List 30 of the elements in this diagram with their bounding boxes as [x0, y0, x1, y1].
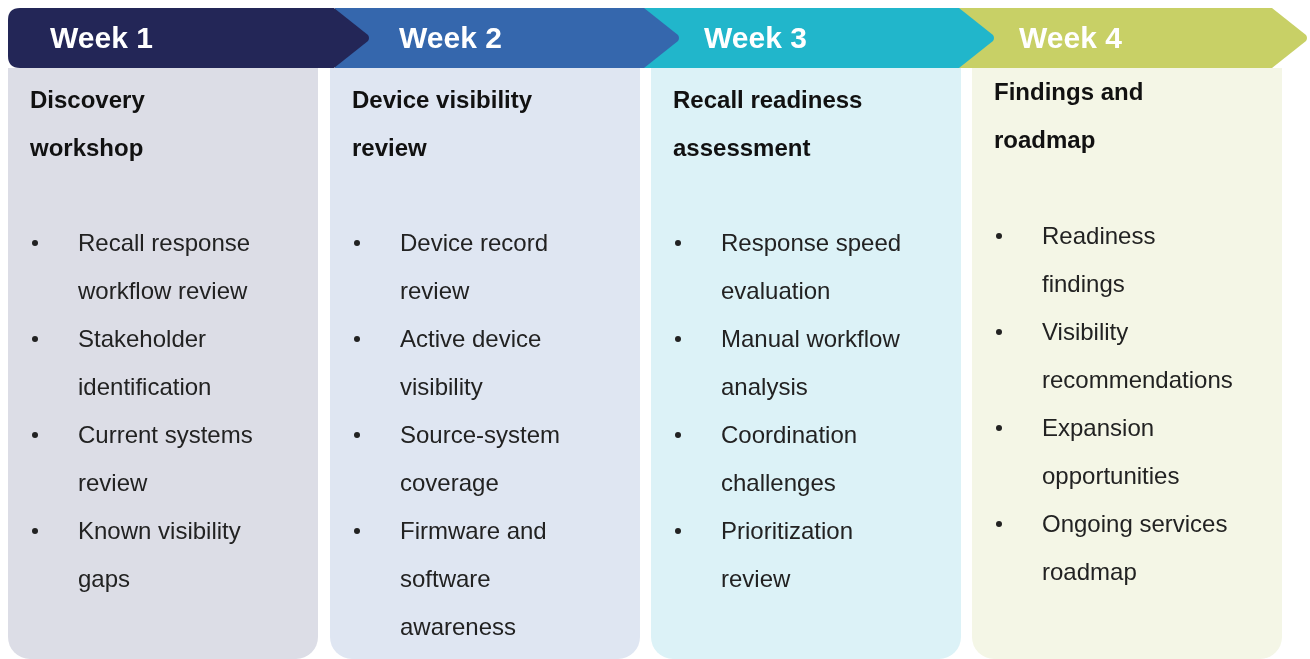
bullet-item: Stakeholder identification [78, 324, 213, 402]
bullet-item: Readiness findings [1042, 221, 1157, 299]
column-card [8, 68, 318, 659]
bullet-item: Coordination challenges [721, 420, 859, 498]
week-label: Week 2 [399, 20, 502, 56]
week-label: Week 1 [50, 20, 153, 56]
column-heading: Recall readiness assessment [673, 85, 864, 163]
bullet-item: Recall response workflow review [78, 228, 252, 306]
week-banner [8, 8, 370, 68]
week-label: Week 3 [704, 20, 807, 56]
bullet-item: Expansion opportunities [1042, 413, 1181, 491]
column-heading: Findings and roadmap [994, 77, 1145, 155]
bullet-item: Prioritization review [721, 516, 855, 594]
bullet-item: Active device visibility [400, 324, 543, 402]
week-banner [335, 8, 680, 68]
week-label: Week 4 [1019, 20, 1122, 56]
column-heading: Device visibility review [352, 85, 534, 163]
bullet-item: Firmware and software awareness [400, 516, 548, 642]
bullet-item: Ongoing services roadmap [1042, 509, 1229, 587]
column-heading: Discovery workshop [30, 85, 146, 163]
bullet-item: Source-system coverage [400, 420, 562, 498]
column-card [972, 68, 1282, 659]
bullet-item: Manual workflow analysis [721, 324, 901, 402]
bullet-item: Response speed evaluation [721, 228, 903, 306]
bullet-item: Current systems review [78, 420, 254, 498]
bullet-item: Visibility recommendations [1042, 317, 1234, 395]
bullet-item: Device record review [400, 228, 550, 306]
column-card [651, 68, 961, 659]
bullet-item: Known visibility gaps [78, 516, 242, 594]
column-card [330, 68, 640, 659]
